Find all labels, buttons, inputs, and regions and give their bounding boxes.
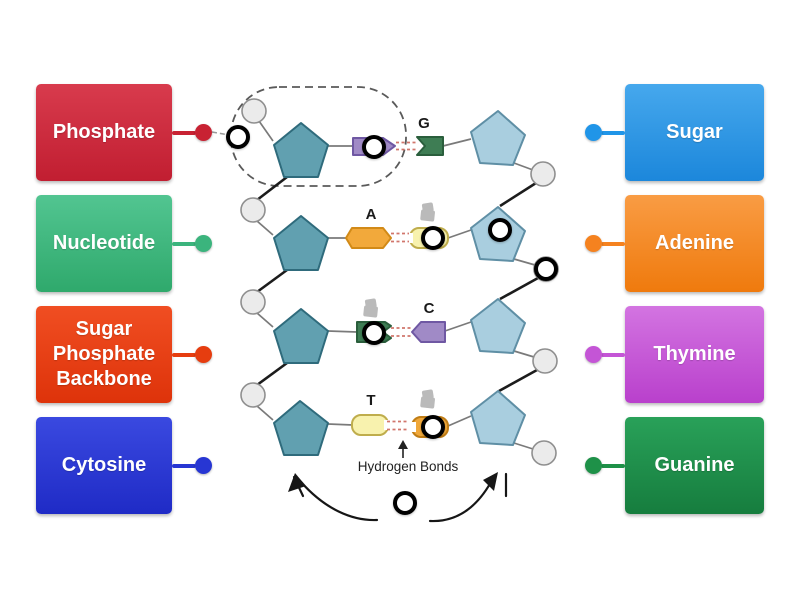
marker-nucleotide-outline[interactable] — [226, 125, 250, 149]
base-thymine-left — [351, 414, 389, 436]
marker-phosphate-circle[interactable] — [534, 257, 558, 281]
up-arrow-icon — [398, 440, 408, 449]
label-text: Guanine — [654, 454, 735, 476]
marker-base-orange-right[interactable] — [421, 415, 445, 439]
base-notch — [404, 233, 413, 243]
right-strand-thin-links — [442, 138, 536, 450]
arrowhead-right-icon — [483, 472, 498, 491]
left-strand-thick-links — [256, 175, 288, 387]
connector-dot — [195, 457, 212, 474]
base-notch — [384, 420, 393, 430]
label-text: Phosphate — [52, 121, 156, 143]
connector-line — [172, 241, 196, 246]
base-guanine-right-top — [416, 136, 444, 156]
phosphate-circle — [532, 348, 558, 374]
phosphate-circle — [241, 98, 267, 124]
label-sugar-phosphate-backbone[interactable]: Sugar Phosphate Backbone — [36, 306, 212, 403]
label-cytosine[interactable]: Cytosine — [36, 417, 212, 514]
base-letter-g: G — [418, 115, 430, 132]
nucleotide-dashed-outline — [230, 86, 407, 187]
connector-line — [601, 130, 625, 135]
sugar-pentagon — [470, 110, 526, 166]
brace-arrow-right — [428, 480, 493, 523]
label-text: Adenine — [655, 232, 734, 254]
connector-line — [601, 463, 625, 468]
label-text: Cytosine — [61, 454, 147, 476]
base-adenine-left — [345, 227, 392, 249]
connector-dot — [585, 235, 602, 252]
hydrogen-bonds-caption: Hydrogen Bonds — [358, 440, 459, 474]
brace-arrow-left — [299, 480, 379, 522]
connector-dot — [195, 346, 212, 363]
connector-dot — [195, 235, 212, 252]
left-strand-thin-links — [256, 120, 358, 426]
label-thymine[interactable]: Thymine — [585, 306, 764, 403]
connector-line — [601, 352, 625, 357]
marker-base-green-left[interactable] — [362, 321, 386, 345]
hydrogen-bonds-label: Hydrogen Bonds — [358, 459, 459, 474]
connector-line — [172, 130, 196, 135]
phosphate-circle — [531, 440, 557, 466]
base-letter-t: T — [366, 392, 375, 409]
label-adenine[interactable]: Adenine — [585, 195, 764, 292]
base-letter-c: C — [424, 300, 435, 317]
base-notch — [408, 422, 416, 432]
sugar-pentagon — [273, 215, 329, 271]
label-text: Thymine — [653, 343, 736, 365]
label-nucleotide[interactable]: Nucleotide — [36, 195, 212, 292]
label-phosphate[interactable]: Phosphate — [36, 84, 212, 181]
base-cytosine-right — [411, 321, 446, 343]
sugar-pentagon — [273, 122, 329, 178]
right-strand-thick-links — [498, 181, 539, 393]
sugar-pentagon — [273, 400, 329, 456]
erased-letter-smudges — [363, 202, 435, 409]
label-text: Sugar Phosphate Backbone — [52, 318, 156, 390]
connector-dot — [585, 124, 602, 141]
connector-dot — [585, 346, 602, 363]
phosphate-circle — [530, 161, 556, 187]
connector-dot — [585, 457, 602, 474]
label-text: Nucleotide — [52, 232, 156, 254]
label-guanine[interactable]: Guanine — [585, 417, 764, 514]
left-sugar-pentagons — [273, 122, 329, 456]
connector-line — [172, 463, 196, 468]
connector-dot — [195, 124, 212, 141]
phosphate-circle — [240, 289, 266, 315]
label-sugar[interactable]: Sugar — [585, 84, 764, 181]
marker-sugar-pentagon[interactable] — [488, 218, 512, 242]
arrowhead-left-icon — [288, 473, 306, 492]
connector-line — [601, 241, 625, 246]
sugar-pentagon — [470, 390, 526, 446]
marker-base-purple-top[interactable] — [362, 135, 386, 159]
label-text: Sugar — [666, 121, 723, 143]
marker-backbone-brace[interactable] — [393, 491, 417, 515]
hydrogen-bond-dashes — [387, 141, 416, 431]
phosphate-circle — [240, 197, 266, 223]
right-sugar-pentagons — [470, 110, 526, 446]
sugar-pentagon — [470, 298, 526, 354]
sugar-pentagon — [273, 308, 329, 364]
phosphate-dashed-stub — [211, 131, 230, 136]
base-letter-a: A — [366, 206, 377, 223]
marker-base-yellow-right[interactable] — [421, 226, 445, 250]
phosphate-circle — [240, 382, 266, 408]
connector-line — [172, 352, 196, 357]
